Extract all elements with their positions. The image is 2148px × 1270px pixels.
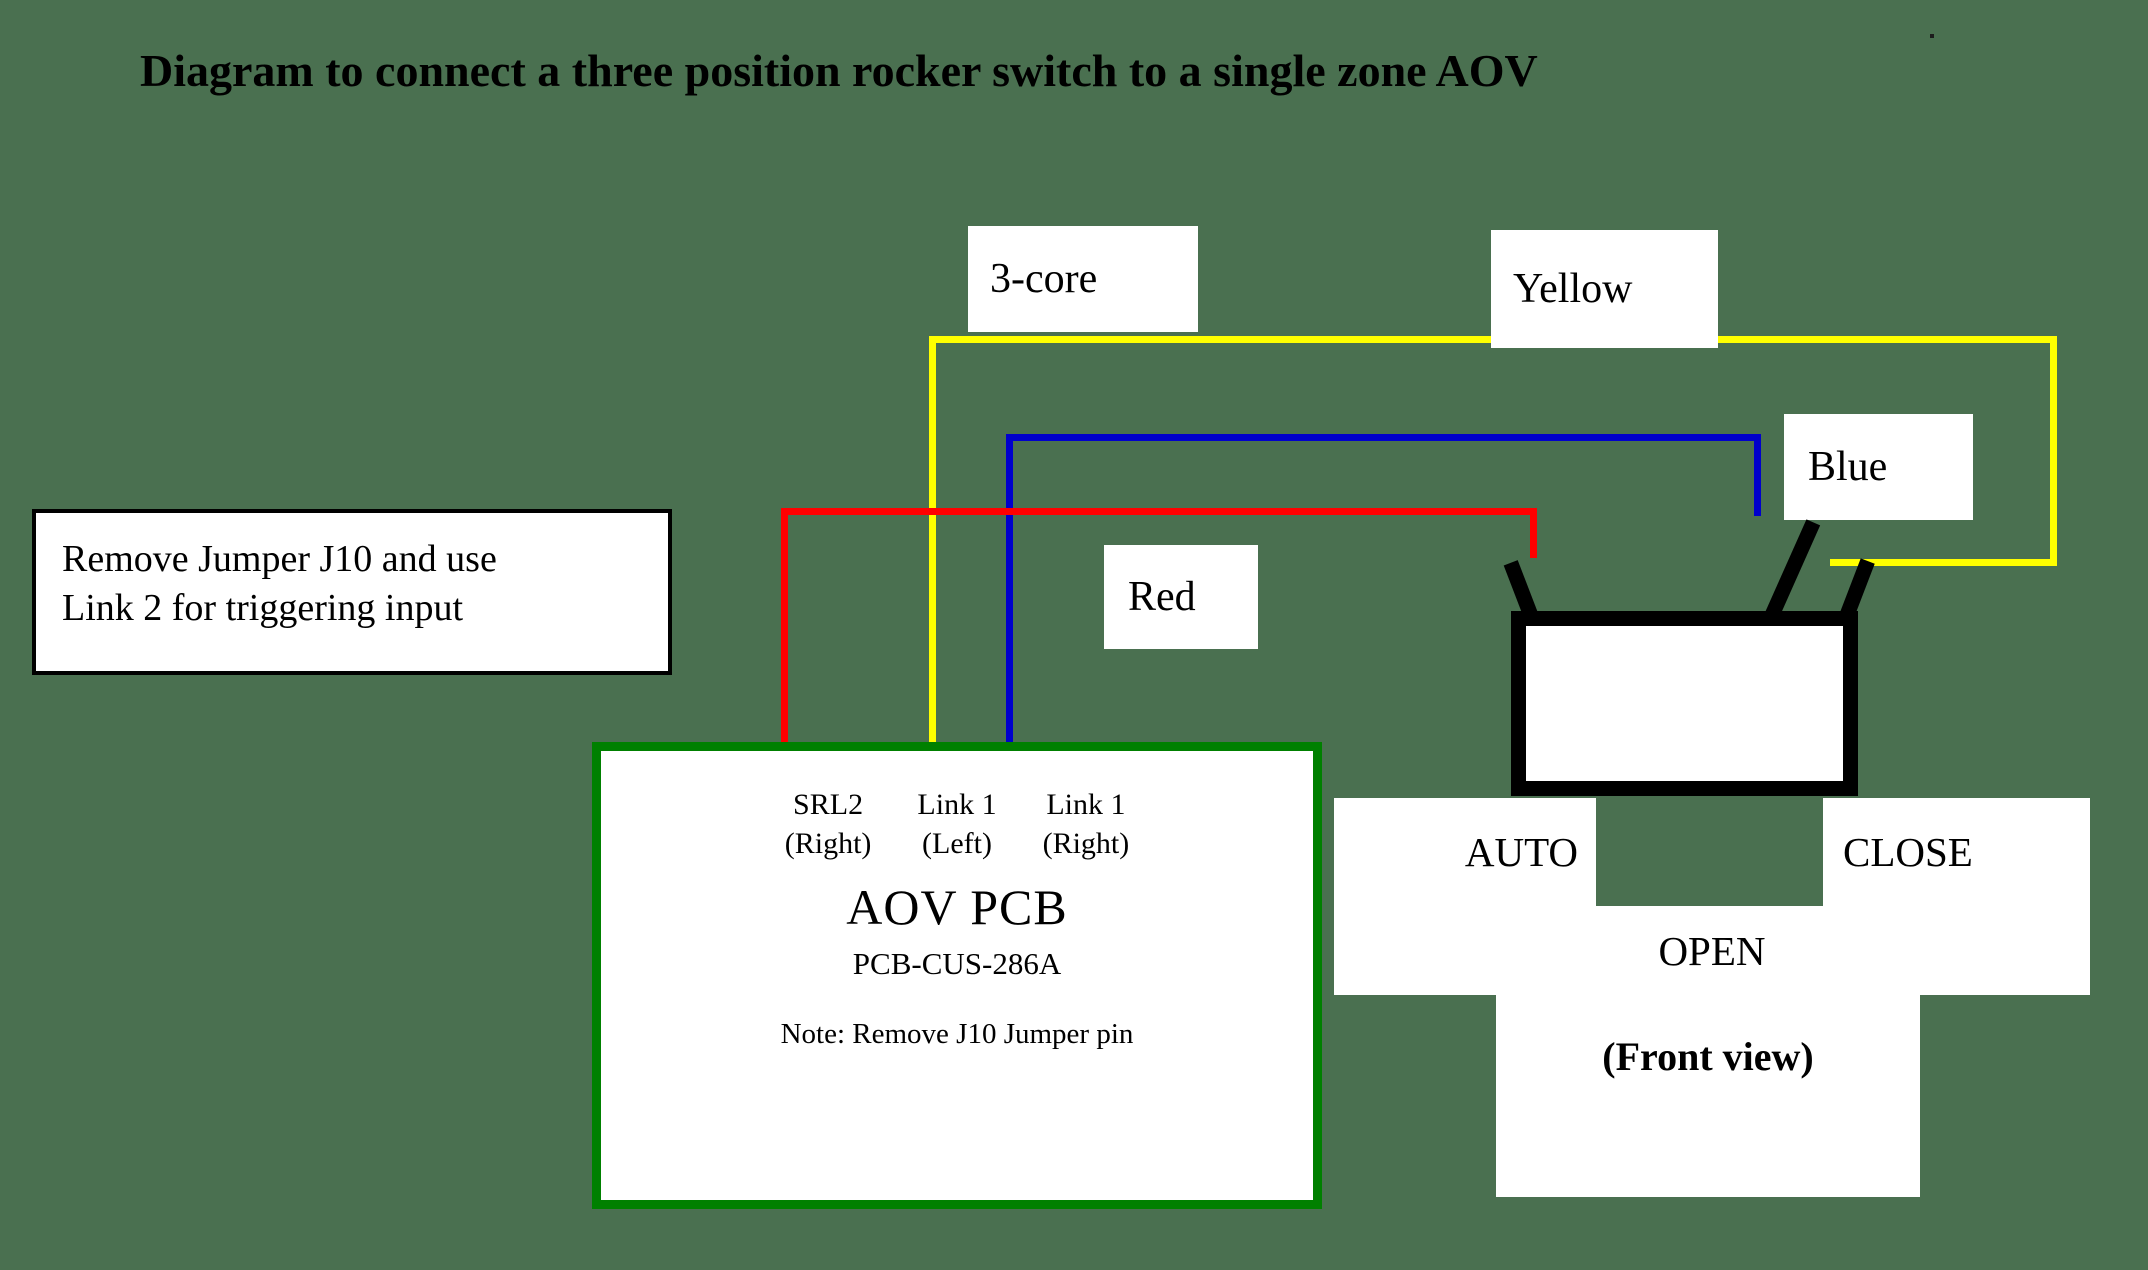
jumper-note-line-1: Remove Jumper J10 and use — [62, 538, 497, 580]
pcb-pin-link1-right-name: Link 1 — [1046, 788, 1126, 821]
aov-pcb-jumper-note: Note: Remove J10 Jumper pin — [780, 1018, 1134, 1050]
yellow-wire-vertical-right — [2050, 336, 2057, 566]
switch-position-open: OPEN — [1334, 906, 2090, 995]
blue-wire-vertical-right — [1754, 434, 1761, 516]
switch-front-view-caption: (Front view) — [1496, 995, 1920, 1197]
yellow-wire-horizontal-bottom — [1830, 559, 2057, 566]
pcb-pin-srl2: SRL2 (Right) — [785, 785, 872, 863]
aov-pcb-box: SRL2 (Right) Link 1 (Left) Link 1 (Right… — [592, 742, 1322, 1209]
wire-label-blue-text: Blue — [1808, 444, 1888, 490]
wire-label-yellow: Yellow — [1491, 230, 1718, 348]
wire-label-red-text: Red — [1128, 574, 1196, 620]
switch-position-auto-text: AUTO — [1464, 829, 1578, 875]
red-wire-vertical-left — [781, 508, 788, 756]
pcb-pin-link1-left-side: (Left) — [922, 827, 992, 860]
wire-label-3-core-text: 3-core — [990, 256, 1098, 302]
wire-label-blue: Blue — [1784, 414, 1973, 520]
page-title: Diagram to connect a three position rock… — [140, 45, 1538, 96]
wire-label-3-core: 3-core — [968, 226, 1198, 332]
switch-position-open-text: OPEN — [1658, 927, 1766, 974]
red-wire-vertical-right — [1530, 508, 1537, 558]
pcb-pin-link1-left: Link 1 (Left) — [917, 785, 996, 863]
wire-label-yellow-text: Yellow — [1513, 266, 1633, 312]
aov-pcb-title: AOV PCB — [846, 879, 1068, 935]
title-stray-dot-mark — [1930, 34, 1934, 38]
aov-pcb-part-number: PCB-CUS-286A — [852, 946, 1062, 981]
pcb-pin-link1-right-side: (Right) — [1042, 827, 1130, 860]
yellow-wire-vertical-left — [929, 336, 936, 756]
switch-position-auto: AUTO — [1334, 798, 1596, 906]
pcb-pin-label-row: SRL2 (Right) Link 1 (Left) Link 1 (Right… — [601, 785, 1313, 863]
red-wire-horizontal-top — [781, 508, 1537, 515]
switch-position-close: CLOSE — [1823, 798, 2090, 906]
pcb-pin-srl2-side: (Right) — [784, 827, 872, 860]
pcb-pin-link1-left-name: Link 1 — [917, 788, 997, 821]
blue-wire-vertical-left — [1006, 434, 1013, 756]
pcb-pin-srl2-name: SRL2 — [793, 788, 864, 821]
rocker-switch-body[interactable] — [1511, 611, 1858, 796]
blue-wire-horizontal-top — [1006, 434, 1761, 441]
wire-label-red: Red — [1104, 545, 1258, 649]
jumper-note-box: Remove Jumper J10 and use Link 2 for tri… — [32, 509, 672, 675]
switch-front-view-caption-text: (Front view) — [1602, 1034, 1814, 1079]
pcb-pin-link1-right: Link 1 (Right) — [1043, 785, 1130, 863]
switch-position-close-text: CLOSE — [1843, 829, 1973, 875]
jumper-note-line-2: Link 2 for triggering input — [62, 587, 464, 630]
